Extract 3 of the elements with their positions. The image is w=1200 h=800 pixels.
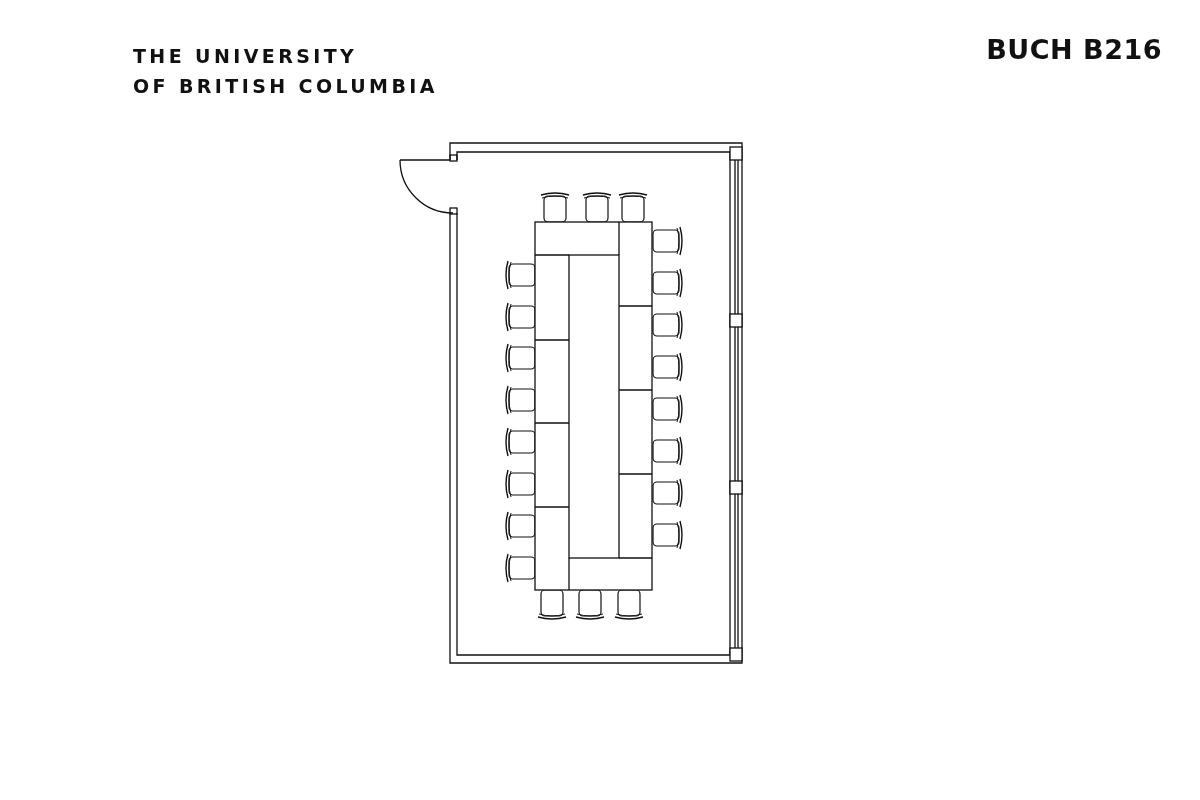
- institution-name: THE UNIVERSITY: [133, 44, 359, 68]
- institution-name: OF BRITISH COLUMBIA: [133, 74, 438, 98]
- room-title: BUCH B216: [986, 34, 1162, 65]
